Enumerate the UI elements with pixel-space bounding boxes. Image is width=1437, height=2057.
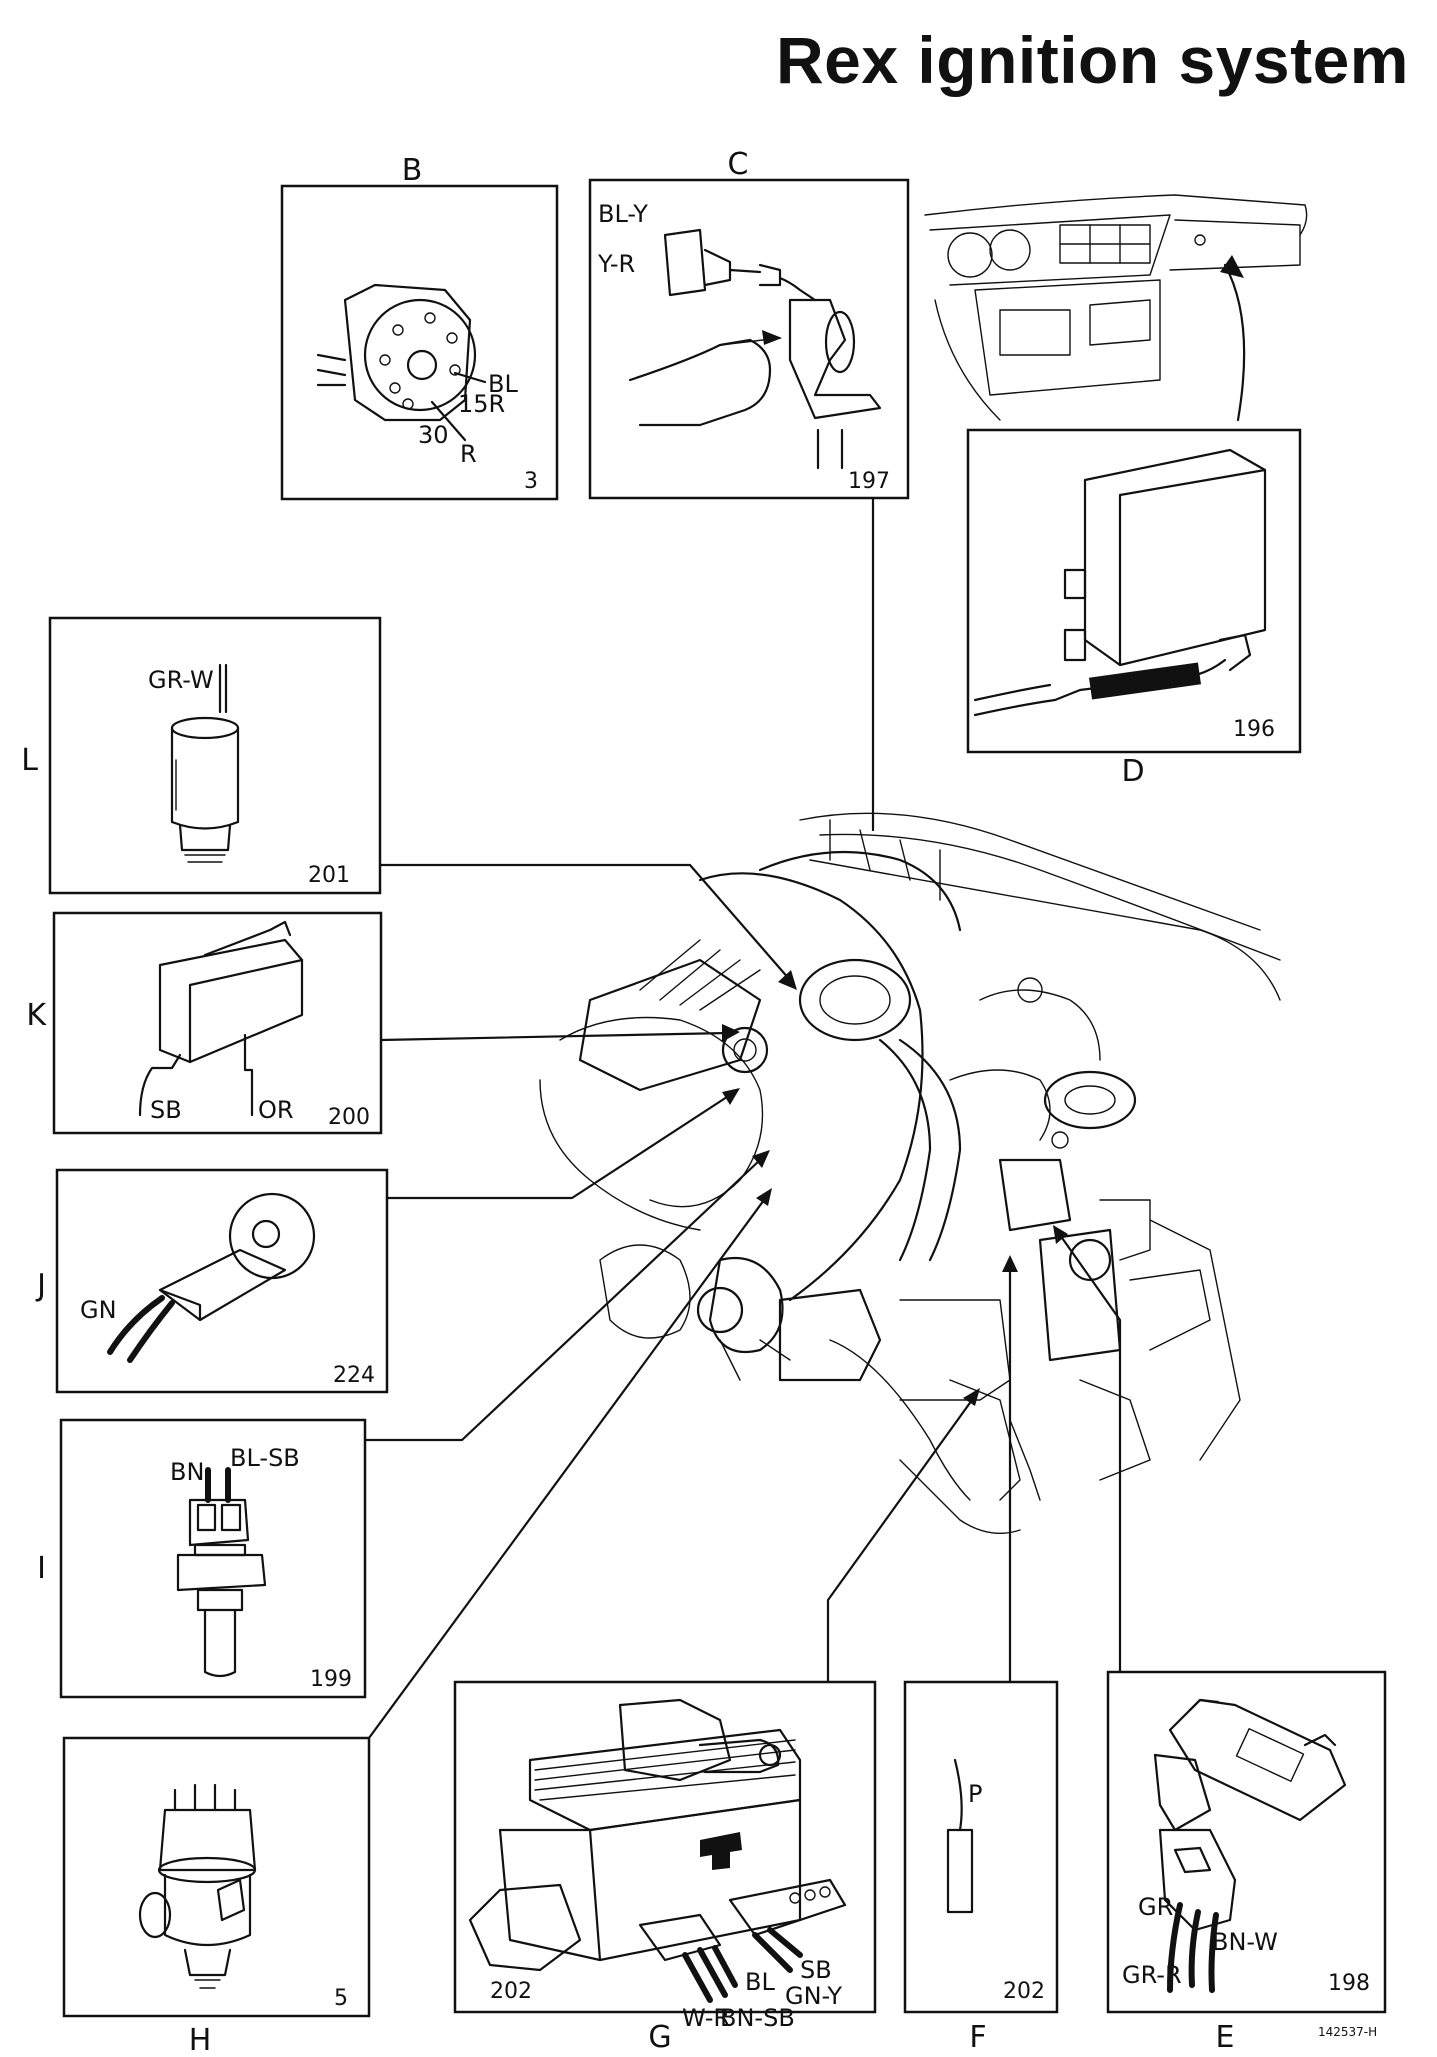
panel-e: E GR GR-R BN-W 198	[1106, 1670, 1387, 2055]
panel-h-letter: H	[189, 2023, 212, 2057]
panel-f-letter: F	[969, 2020, 986, 2055]
leader-g	[826, 1398, 974, 1684]
panel-b-wire-15r: 15R	[458, 390, 505, 418]
panel-e-letter: E	[1216, 2020, 1235, 2055]
panel-g-letter: G	[648, 2020, 671, 2055]
panel-j-wire-gn: GN	[80, 1296, 117, 1324]
panel-b-wire-bl: BL	[488, 370, 518, 398]
panel-c-letter: C	[728, 147, 749, 182]
leader-l	[378, 863, 792, 982]
leader-j	[385, 1093, 732, 1200]
panel-i-wire-bl-sb: BL-SB	[230, 1444, 300, 1472]
ignition-coil-icon	[468, 1698, 847, 2003]
panel-b-wire-r: R	[460, 440, 477, 468]
leader-e	[1058, 1233, 1122, 1674]
panel-c-wire-y-r: Y-R	[597, 250, 635, 278]
panel-i-number: 199	[310, 1667, 352, 1692]
control-unit-icon	[973, 448, 1267, 717]
panel-j: J GN 224	[35, 1168, 389, 1394]
panel-l-number: 201	[308, 863, 350, 888]
panel-c-number: 197	[848, 469, 890, 494]
page-title: Rex ignition system	[776, 23, 1409, 97]
panel-b: B BL 15R 30 R 3	[280, 153, 559, 501]
panel-c-wire-bl-y: BL-Y	[598, 200, 648, 228]
temperature-sender-icon	[170, 663, 240, 863]
panel-j-number: 224	[333, 1363, 375, 1388]
panel-i-wire-bn: BN	[170, 1458, 204, 1486]
knock-sensor-icon	[107, 1192, 316, 1363]
leader-i	[363, 1158, 762, 1442]
distributor-icon	[138, 1783, 257, 1989]
panel-c: C BL-Y Y-R 197	[588, 147, 910, 500]
throttle-switch-icon	[138, 920, 304, 1117]
dashboard-icon	[924, 194, 1308, 422]
panel-g-wire-bl: BL	[745, 1968, 775, 1996]
panel-k-wire-sb: SB	[150, 1096, 182, 1124]
panel-f-number: 202	[1003, 1979, 1045, 2004]
panel-k: K SB OR 200	[26, 911, 383, 1135]
hall-sensor-icon	[628, 228, 882, 470]
panel-b-letter: B	[402, 153, 423, 188]
ignition-switch-icon	[316, 283, 487, 442]
panel-e-wire-gr-r: GR-R	[1122, 1961, 1182, 1989]
panel-d-number: 196	[1233, 717, 1275, 742]
figure-code: 142537-H	[1318, 2025, 1377, 2039]
panel-l: L GR-W 201	[21, 616, 382, 895]
leader-h	[367, 1198, 766, 1740]
panel-e-number: 198	[1328, 1971, 1370, 1996]
engine-bay-icon	[539, 812, 1281, 1535]
panel-g-wire-gn-y: GN-Y	[785, 1982, 842, 2010]
panel-g-wire-bn-sb: BN-SB	[720, 2004, 795, 2032]
panel-e-wire-bn-w: BN-W	[1212, 1928, 1278, 1956]
panel-k-wire-or: OR	[258, 1096, 294, 1124]
panel-e-wire-gr: GR	[1138, 1893, 1173, 1921]
panel-j-letter: J	[35, 1268, 46, 1303]
panel-b-number: 3	[524, 469, 538, 494]
relay-icon	[1153, 1698, 1347, 1993]
panel-f: F P 202	[903, 1680, 1059, 2055]
panel-h-number: 5	[334, 1986, 348, 2011]
panel-d: D 196	[966, 428, 1302, 789]
panel-d-letter: D	[1121, 754, 1144, 789]
panel-f-wire-p: P	[968, 1780, 982, 1808]
panel-g: G SB BL GN-Y W-R BN-SB 202	[453, 1680, 877, 2055]
panel-l-wire-gr-w: GR-W	[148, 666, 214, 694]
panel-g-number: 202	[490, 1979, 532, 2004]
coolant-sensor-icon	[176, 1467, 267, 1678]
panel-g-wire-sb: SB	[800, 1956, 832, 1984]
panel-i-letter: I	[37, 1551, 46, 1586]
panel-k-letter: K	[26, 998, 47, 1033]
panel-i: I BN BL-SB 199	[37, 1418, 367, 1699]
panel-h: H 5	[62, 1736, 371, 2057]
panel-b-wire-30: 30	[418, 421, 449, 449]
leader-lines	[363, 496, 1122, 1740]
leader-k	[379, 1031, 730, 1042]
panel-g-wire-w-r: W-R	[682, 2004, 730, 2032]
pressure-hose-icon	[946, 1758, 974, 1914]
panel-k-number: 200	[328, 1105, 370, 1130]
panel-l-letter: L	[21, 743, 38, 778]
